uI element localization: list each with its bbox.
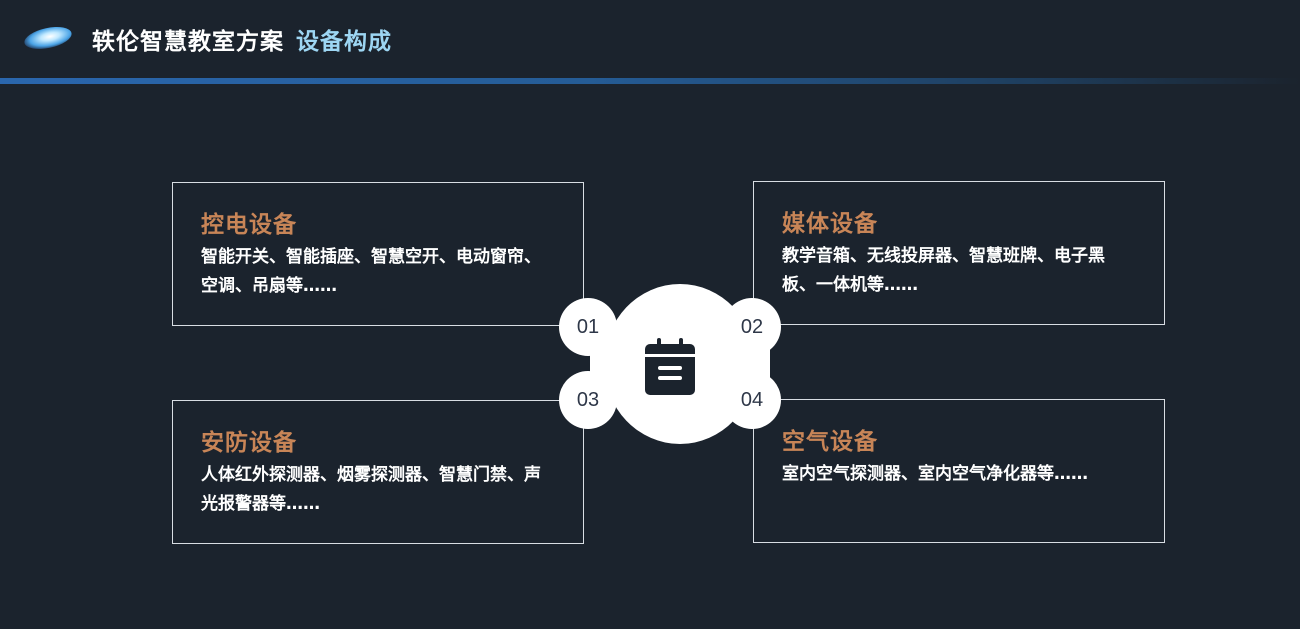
card-media: 媒体设备 教学音箱、无线投屏器、智慧班牌、电子黑板、一体机等…… — [753, 181, 1165, 325]
card-security: 安防设备 人体红外探测器、烟雾探测器、智慧门禁、声光报警器等…… — [172, 400, 584, 544]
number-badge-03: 03 — [559, 371, 617, 429]
calendar-icon — [644, 338, 696, 396]
number-badge-02: 02 — [723, 298, 781, 356]
card-description: 教学音箱、无线投屏器、智慧班牌、电子黑板、一体机等…… — [782, 246, 1105, 295]
header: 轶伦智慧教室方案设备构成 — [0, 0, 1300, 84]
card-title: 控电设备 — [201, 212, 297, 238]
card-air: 空气设备 室内空气探测器、室内空气净化器等…… — [753, 399, 1165, 543]
number-badge-01: 01 — [559, 298, 617, 356]
card-title: 媒体设备 — [782, 211, 878, 237]
card-power-control: 控电设备 智能开关、智能插座、智慧空开、电动窗帘、空调、吊扇等…… — [172, 182, 584, 326]
card-title: 安防设备 — [201, 430, 297, 456]
card-description: 人体红外探测器、烟雾探测器、智慧门禁、声光报警器等…… — [201, 465, 541, 514]
card-title: 空气设备 — [782, 429, 878, 455]
number-badge-04: 04 — [723, 371, 781, 429]
title-subtitle: 设备构成 — [296, 29, 392, 55]
title-main: 轶伦智慧教室方案 — [92, 29, 284, 55]
logo-glow-icon — [22, 23, 74, 53]
card-description: 智能开关、智能插座、智慧空开、电动窗帘、空调、吊扇等…… — [201, 247, 541, 296]
header-divider — [0, 78, 1300, 84]
page-title: 轶伦智慧教室方案设备构成 — [92, 22, 392, 56]
card-description: 室内空气探测器、室内空气净化器等…… — [782, 464, 1088, 484]
